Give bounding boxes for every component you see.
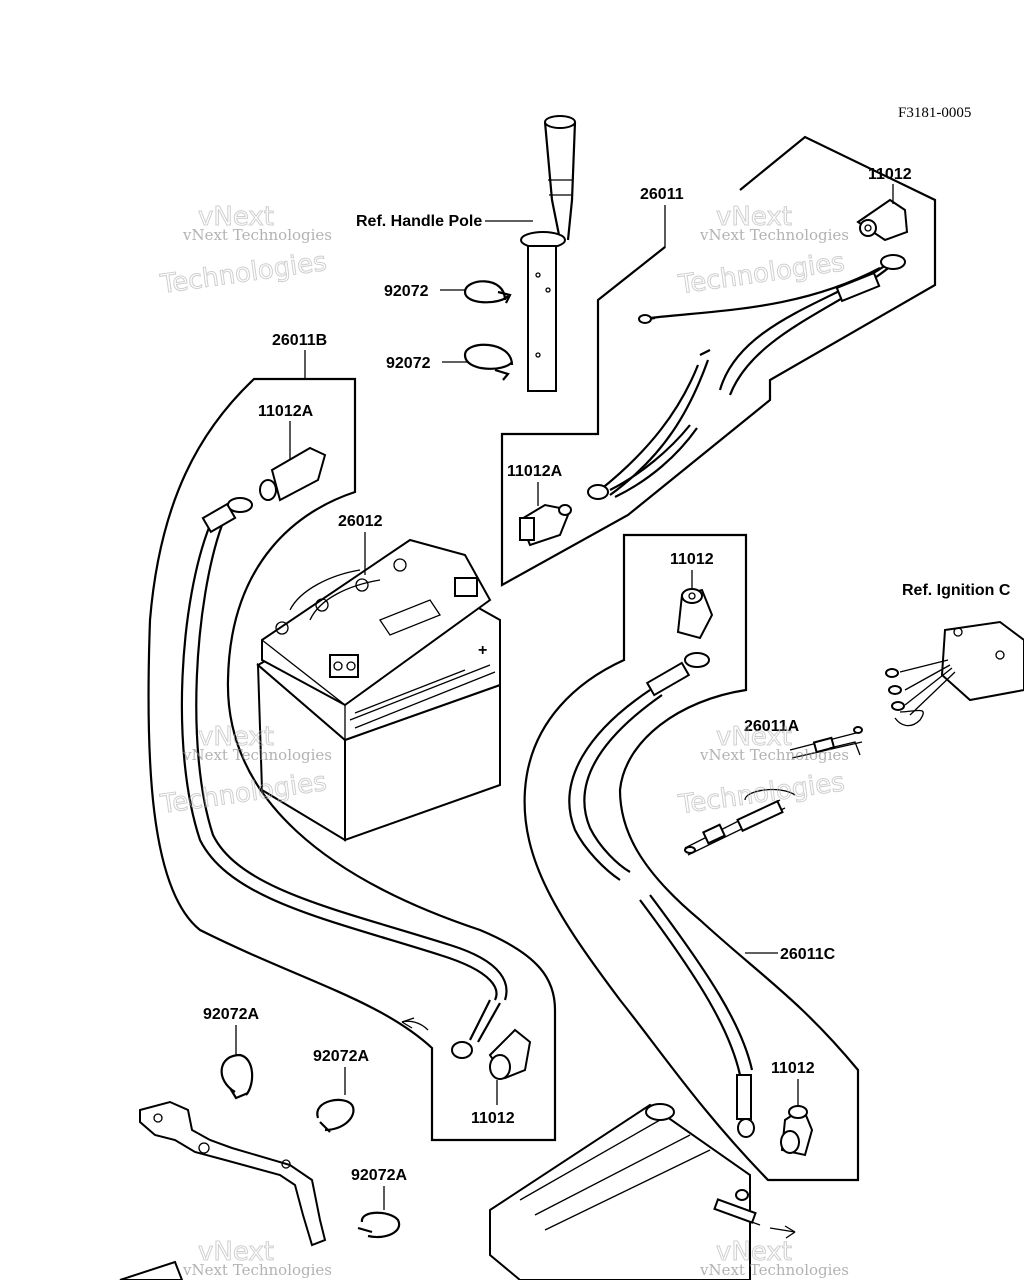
watermark-line1: vNext Technologies [182, 746, 332, 764]
ignition-coil [885, 620, 1024, 727]
clamp-92072-upper [463, 280, 512, 304]
terminal-cap-11012-bottom-right [780, 1105, 814, 1157]
kit-outline-26011 [500, 135, 937, 587]
clamp-92072A-2 [316, 1098, 355, 1133]
wire-lead-26011A [684, 726, 863, 856]
watermark-line1: vNext Technologies [182, 226, 332, 244]
starter-cable-26011C [568, 652, 755, 1138]
part-92072-lower-label: 92072 [386, 355, 431, 372]
part-11012-mid-label: 11012 [670, 551, 714, 568]
part-26012-label: 26012 [338, 513, 383, 530]
watermark-line1: vNext Technologies [699, 226, 849, 244]
part-11012-bottom-right-label: 11012 [771, 1060, 815, 1077]
battery-cable-26011B [180, 497, 508, 1059]
watermark-line1: vNext Technologies [699, 746, 849, 764]
ref-ignition-label: Ref. Ignition C [902, 582, 1011, 599]
clamp-92072A-3 [357, 1211, 401, 1239]
terminal-boot-11012A-mid [518, 503, 572, 547]
part-92072A-3-label: 92072A [351, 1167, 407, 1184]
part-26011C-label: 26011C [780, 946, 836, 963]
clamp-92072A-1 [220, 1053, 254, 1100]
watermark-line2: vNext [716, 722, 792, 752]
part-26011B-label: 26011B [272, 332, 327, 349]
battery-cable-26011 [587, 254, 906, 500]
clamp-92072-lower [463, 343, 514, 381]
terminal-cap-11012-top [856, 198, 909, 242]
cable-bracket [139, 1100, 327, 1247]
part-11012A-mid-label: 11012A [507, 463, 563, 480]
part-92072-upper-label: 92072 [384, 283, 429, 300]
watermark-line2: vNext [198, 722, 274, 752]
starter-motor [489, 1103, 796, 1280]
part-26011-label: 26011 [640, 186, 684, 203]
watermark-line2: vNext [198, 1237, 274, 1267]
terminal-cap-11012-bottom-left [488, 1028, 532, 1080]
kit-outline-26011B [147, 377, 557, 1142]
watermark-line2: vNext [716, 1237, 792, 1267]
part-11012A-left-label: 11012A [258, 403, 314, 420]
part-26011A-label: 26011A [744, 718, 800, 735]
terminal-boot-11012A-left [259, 446, 327, 502]
watermark: vNext Technologies vNext Technologies vN… [157, 202, 849, 1280]
part-92072A-2-label: 92072A [313, 1048, 369, 1065]
part-11012-bottom-left-label: 11012 [471, 1110, 515, 1127]
part-92072A-1-label: 92072A [203, 1006, 259, 1023]
ref-handle-pole-label: Ref. Handle Pole [356, 213, 482, 230]
svg-text:+: + [478, 642, 487, 659]
part-11012-top-label: 11012 [868, 166, 912, 183]
watermark-line1: vNext Technologies [699, 1261, 849, 1279]
terminal-cap-11012-mid [676, 588, 714, 640]
watermark-line1: vNext Technologies [182, 1261, 332, 1279]
kit-outline-26011C [523, 533, 860, 1182]
watermark-line2: vNext [716, 202, 792, 232]
watermark-line3: Technologies [158, 247, 329, 300]
watermark-line2: vNext [198, 202, 274, 232]
figure-code: F3181-0005 [898, 105, 971, 121]
battery-26012: + [256, 538, 501, 842]
handle-pole [520, 115, 577, 392]
